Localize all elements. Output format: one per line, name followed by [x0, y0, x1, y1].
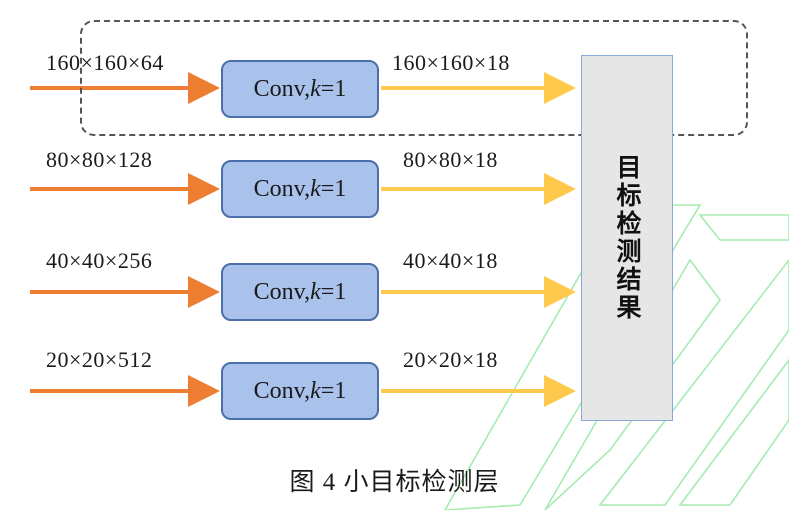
conv-block: Conv, k=1	[221, 263, 379, 321]
conv-value: =1	[320, 377, 347, 404]
input-size-label: 40×40×256	[46, 248, 153, 273]
small-object-highlight-box	[80, 20, 748, 136]
conv-k: k	[310, 278, 321, 305]
conv-text: Conv,	[253, 278, 311, 305]
conv-text: Conv,	[253, 377, 311, 404]
conv-block: Conv, k=1	[221, 362, 379, 420]
output-size-label: 40×40×18	[403, 248, 498, 273]
conv-k: k	[310, 377, 321, 404]
conv-block: Conv, k=1	[221, 160, 379, 218]
input-size-label: 20×20×512	[46, 347, 153, 372]
conv-k: k	[310, 75, 321, 102]
input-size-label: 160×160×64	[46, 50, 164, 75]
conv-text: Conv,	[253, 175, 311, 202]
conv-value: =1	[320, 175, 347, 202]
output-size-label: 160×160×18	[392, 50, 510, 75]
detection-result-box: 目标检测结果	[581, 55, 673, 421]
output-size-label: 20×20×18	[403, 347, 498, 372]
input-size-label: 80×80×128	[46, 147, 153, 172]
conv-k: k	[310, 175, 321, 202]
conv-text: Conv,	[253, 75, 311, 102]
conv-value: =1	[320, 75, 347, 102]
conv-block: Conv, k=1	[221, 60, 379, 118]
detection-result-label: 目标检测结果	[613, 154, 642, 322]
conv-value: =1	[320, 278, 347, 305]
output-size-label: 80×80×18	[403, 147, 498, 172]
figure-caption: 图 4 小目标检测层	[289, 469, 500, 496]
